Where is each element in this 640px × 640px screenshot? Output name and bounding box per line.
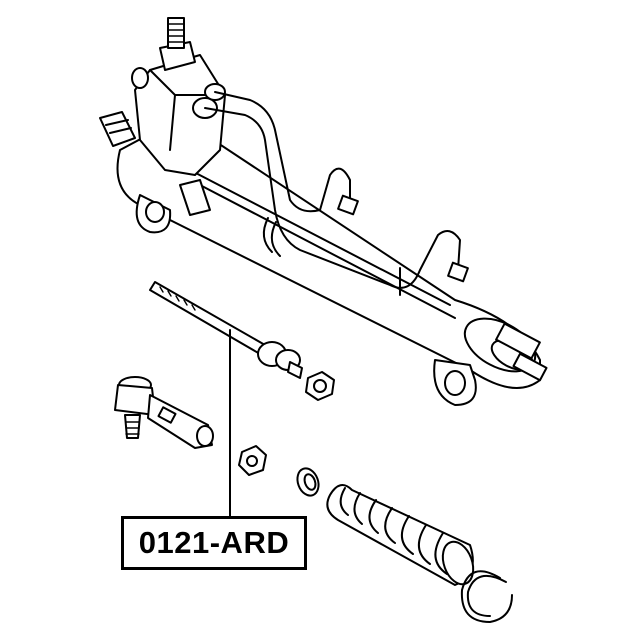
hydraulic-lines <box>204 91 469 289</box>
tie-rod-end <box>114 376 214 449</box>
inner-tie-rod <box>149 281 303 379</box>
rack-boot <box>326 484 475 586</box>
lock-nut <box>305 371 335 401</box>
part-number-text: 0121-ARD <box>138 525 290 560</box>
control-valve <box>131 17 226 216</box>
part-number-label: 0121-ARD <box>121 516 307 570</box>
retaining-ring <box>460 570 513 623</box>
castle-nut <box>238 445 267 476</box>
steering-rack-housing <box>99 111 548 406</box>
boot-clamp <box>296 467 320 497</box>
